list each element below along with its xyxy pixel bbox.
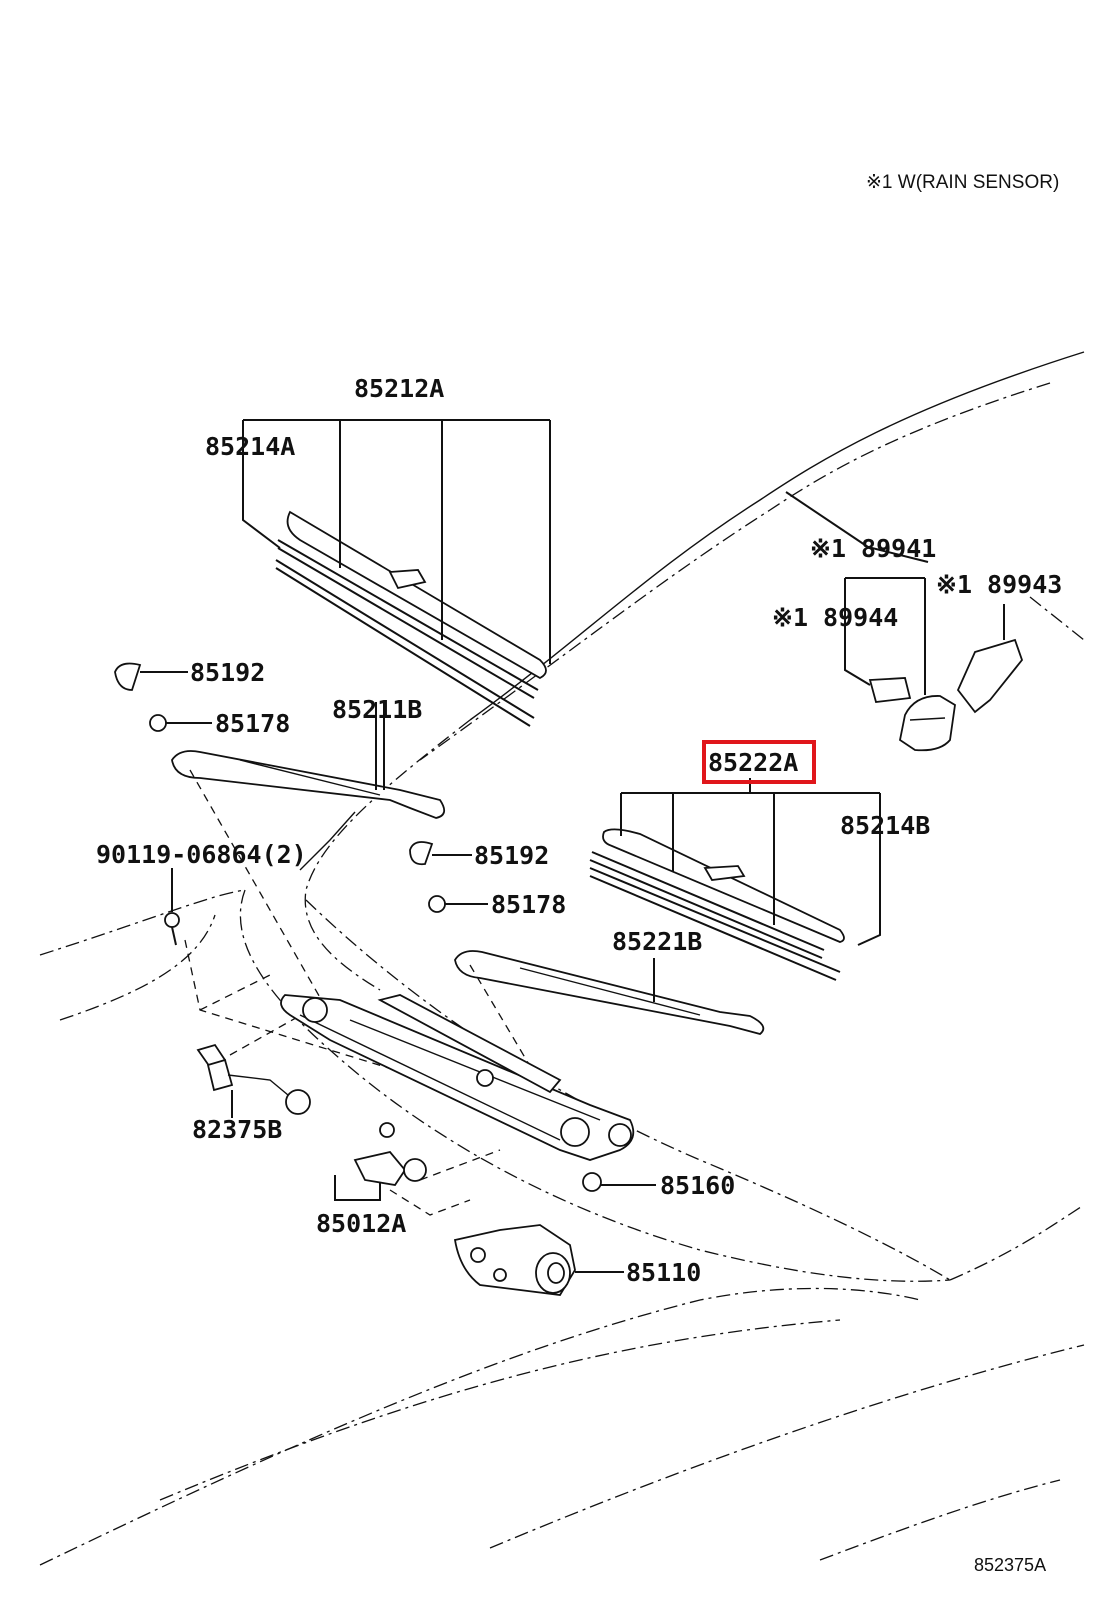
label-85160: 85160	[660, 1171, 735, 1200]
label-85214A: 85214A	[205, 432, 295, 461]
label-85211B: 85211B	[332, 695, 422, 724]
cap-85192-left	[114, 662, 188, 691]
rain-sensor-parts	[785, 491, 1024, 752]
label-89941: ※1 89941	[810, 534, 936, 563]
module-85012A	[334, 1122, 427, 1201]
bolt-90119	[164, 868, 180, 946]
left-wiper-arm	[171, 702, 446, 871]
cap-85192-mid	[409, 841, 472, 866]
label-82375B: 82375B	[192, 1115, 282, 1144]
label-85012A: 85012A	[316, 1209, 406, 1238]
label-89944: ※1 89944	[772, 603, 898, 632]
label-85221B: 85221B	[612, 927, 702, 956]
label-85192-mid: 85192	[474, 841, 549, 870]
left-wiper-blade	[275, 510, 547, 727]
bracket-82375B	[196, 1043, 311, 1118]
label-85214B: 85214B	[840, 811, 930, 840]
rain-sensor-note: ※1 W(RAIN SENSOR)	[866, 172, 1059, 193]
leader-85212A	[242, 419, 551, 664]
label-85222A: 85222A	[708, 748, 798, 777]
wiper-linkage	[280, 994, 656, 1192]
label-85212A: 85212A	[354, 374, 444, 403]
highlight-box-85222A	[702, 740, 816, 784]
right-wiper-arm	[454, 950, 765, 1035]
nut-85178-mid	[428, 895, 488, 913]
label-85110: 85110	[626, 1258, 701, 1287]
label-85178-mid: 85178	[491, 890, 566, 919]
right-wiper-blade	[589, 828, 845, 981]
label-85178-left: 85178	[215, 709, 290, 738]
label-85192-left: 85192	[190, 658, 265, 687]
label-89943: ※1 89943	[936, 570, 1062, 599]
assembly-guides	[184, 769, 591, 1216]
nut-85178-left	[149, 714, 212, 732]
motor-85110	[453, 1224, 624, 1296]
figure-id: 852375A	[974, 1555, 1046, 1575]
windshield-outline	[39, 351, 1085, 1566]
label-90119-06864: 90119-06864(2)	[96, 840, 307, 869]
